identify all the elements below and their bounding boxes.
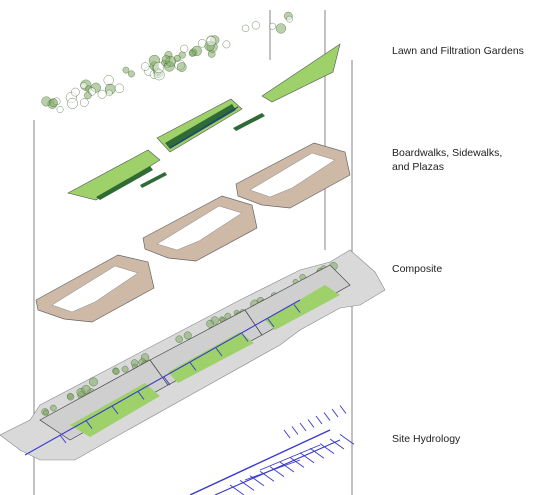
- label-boardwalks-line-2: and Plazas: [392, 161, 444, 173]
- layer-composite: [0, 249, 386, 461]
- tree-icon: [206, 319, 214, 328]
- tree-icon: [141, 62, 150, 71]
- tree-icon: [81, 385, 91, 395]
- tree-icon: [106, 89, 113, 97]
- tree-icon: [50, 404, 57, 412]
- tree-icon: [122, 66, 130, 74]
- tree-icon: [43, 409, 49, 416]
- tree-canopy-top: [41, 11, 293, 113]
- tree-icon: [71, 87, 80, 97]
- composite-lawn-center: [168, 332, 254, 383]
- tree-icon: [49, 98, 58, 108]
- layer-boardwalks: [35, 142, 351, 323]
- lawn-east-panel: [261, 43, 341, 103]
- tree-icon: [269, 22, 276, 30]
- tree-icon: [153, 62, 165, 74]
- label-lawn-filtration: Lawn and Filtration Gardens: [392, 45, 524, 57]
- tree-icon: [67, 97, 78, 109]
- tree-icon: [79, 98, 89, 107]
- composite-lawn-east: [265, 285, 340, 330]
- tree-icon: [275, 23, 287, 34]
- tree-icon: [176, 62, 187, 72]
- tree-icon: [97, 89, 107, 99]
- tree-icon: [121, 365, 129, 373]
- composite-hydrology-lines: [24, 299, 301, 456]
- tree-icon: [114, 83, 125, 94]
- label-site-hydrology: Site Hydrology: [392, 433, 461, 445]
- label-boardwalks: Boardwalks, Sidewalks, and Plazas: [392, 146, 502, 174]
- tree-icon: [241, 24, 250, 32]
- tree-icon: [180, 44, 189, 53]
- tree-icon: [222, 40, 231, 49]
- layer-site-hydrology: [189, 405, 355, 495]
- tree-icon: [112, 368, 120, 375]
- filtration-west-strip: [96, 166, 153, 200]
- tree-icon: [206, 36, 217, 47]
- tree-icon: [175, 335, 183, 343]
- tree-icon: [103, 75, 114, 86]
- tree-icon: [251, 21, 260, 30]
- tree-icon: [286, 15, 293, 23]
- tree-icon: [84, 91, 92, 100]
- tree-icon: [80, 82, 88, 90]
- filtration-west-strip-2: [140, 172, 167, 188]
- tree-icon: [89, 377, 98, 387]
- layer-lawn-filtration: [41, 11, 341, 201]
- filtration-center-strip: [165, 104, 236, 149]
- tree-icon: [161, 55, 171, 64]
- tree-icon: [56, 106, 64, 113]
- tree-icon: [188, 49, 196, 57]
- lawn-west-panel: [67, 149, 161, 201]
- label-boardwalks-line-1: Boardwalks, Sidewalks,: [392, 147, 503, 159]
- hydrology-network: [189, 405, 355, 495]
- tree-icon: [67, 393, 75, 401]
- tree-icon: [128, 70, 135, 78]
- tree-icon: [183, 331, 192, 340]
- label-composite: Composite: [392, 263, 443, 275]
- filtration-small-strip: [233, 113, 265, 131]
